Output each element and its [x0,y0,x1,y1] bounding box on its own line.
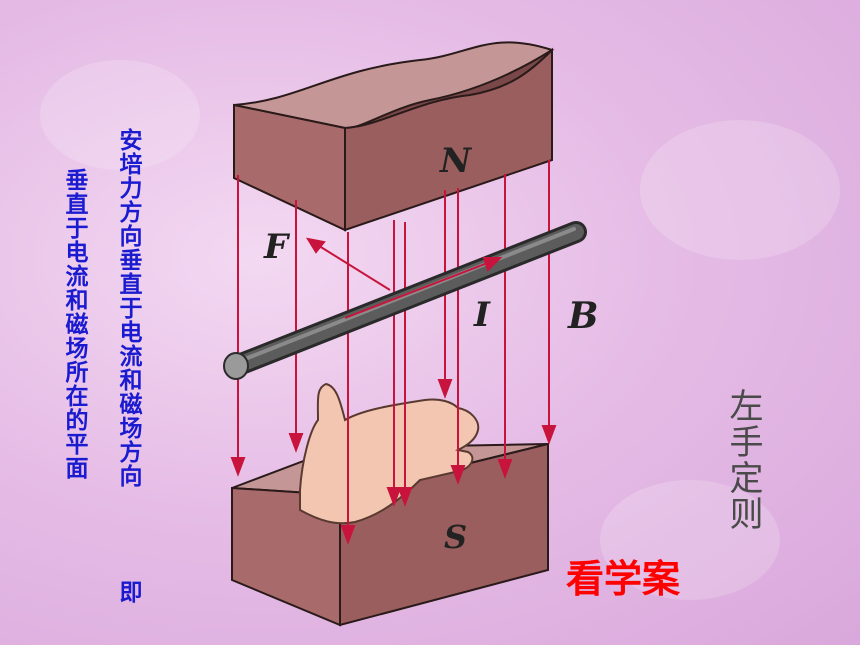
field-lines [230,160,557,545]
force-label: F [263,227,291,267]
field-label: B [567,295,598,337]
annotation-ie: 即 [115,580,141,604]
north-label: N [439,141,473,181]
current-rod [223,221,587,380]
annotation-force-direction: 安培力方向垂直于电流和磁场方向 [115,128,141,488]
annotation-plane: 垂直于电流和磁场所在的平面 [61,168,87,480]
current-label: I [473,295,491,335]
left-hand-rule-title: 左手定则 [723,388,763,532]
north-magnet [233,41,555,232]
force-arrow [305,237,391,291]
current-arrow [344,257,503,319]
south-label: S [444,518,467,556]
see-study-guide-note: 看学案 [566,557,681,601]
